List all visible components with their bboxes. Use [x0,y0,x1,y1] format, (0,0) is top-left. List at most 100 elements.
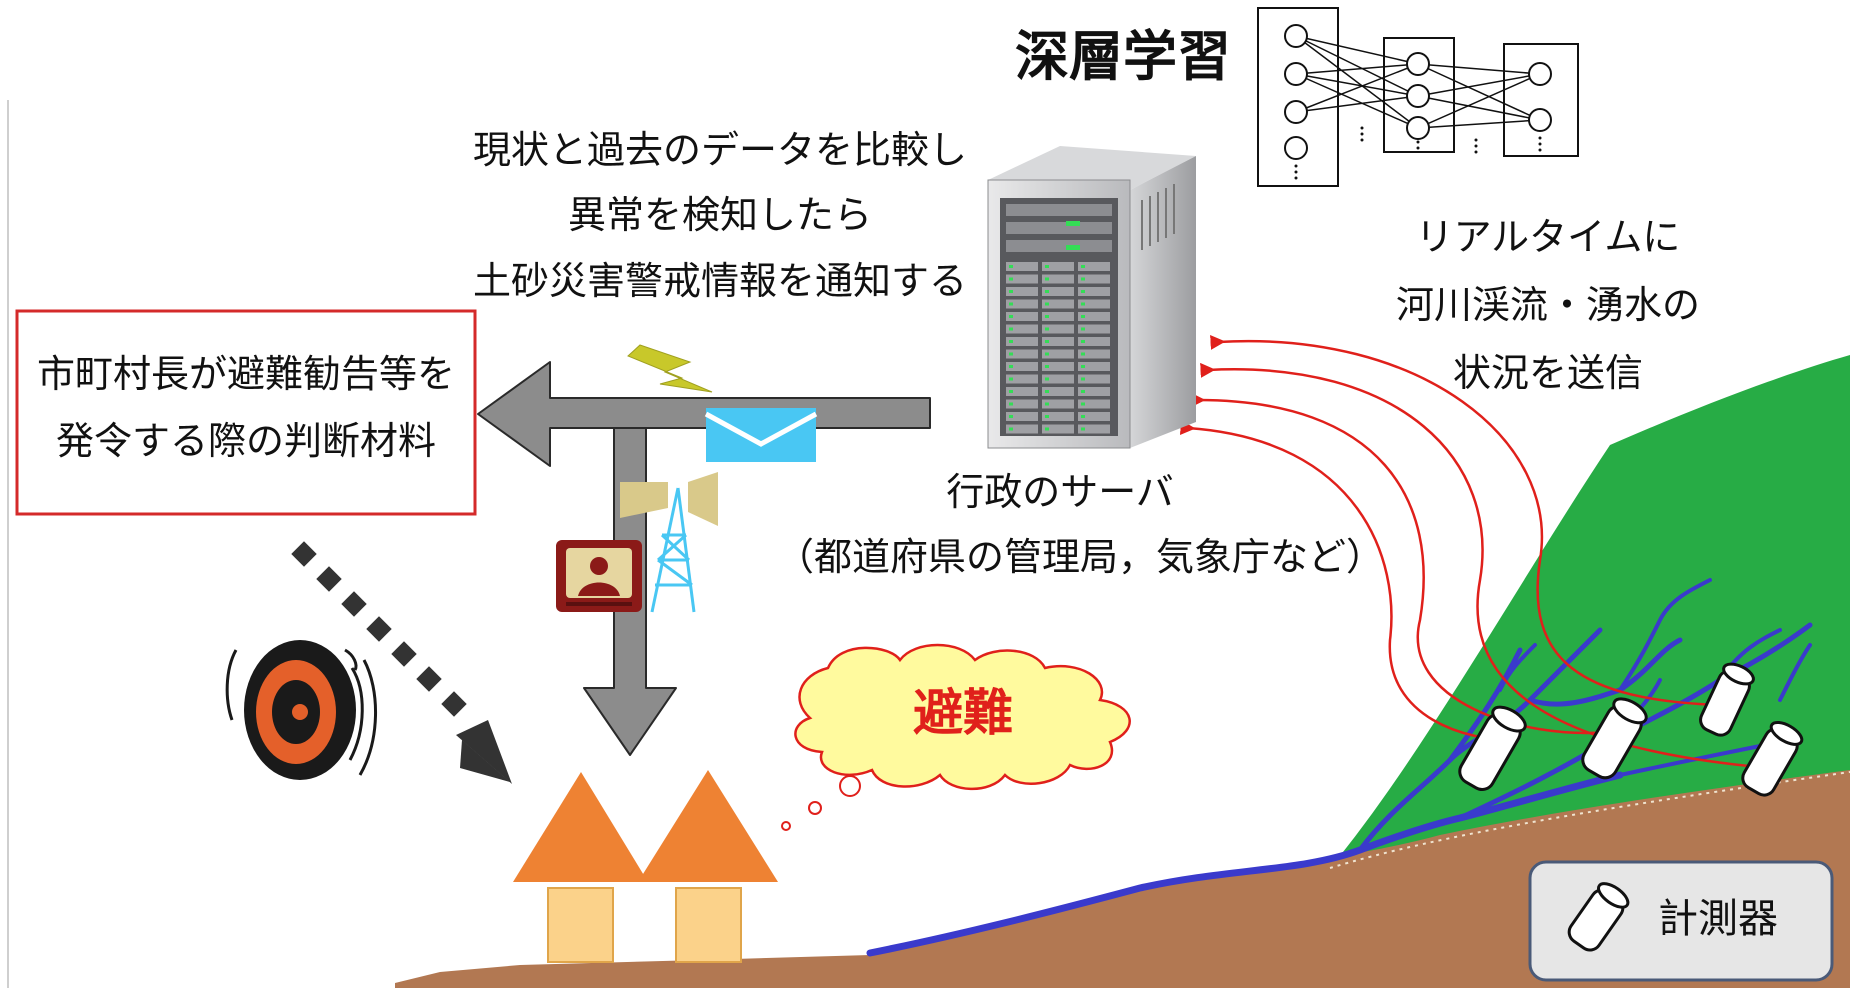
dotted-arrow [291,541,512,784]
drive-led [1081,415,1085,418]
drive-led [1009,415,1013,418]
drive-led [1009,402,1013,406]
drive-bay [1042,274,1074,284]
drive-bay [1078,412,1110,421]
drive-led [1045,340,1049,343]
drive-led [1009,265,1013,268]
drive-bay [1078,262,1110,271]
drive-led [1009,390,1013,393]
drive-bay [1078,324,1110,334]
sensor-icon [1581,697,1648,780]
drive-led [1009,352,1013,356]
sensor-icon [1741,720,1804,797]
drive-bay [1078,362,1110,371]
drive-bay [1078,299,1110,309]
drive-bay [1042,287,1074,296]
drive-led [1045,365,1049,368]
sensors [1458,662,1804,797]
drive-bay [1042,262,1074,271]
sensor-icon [1699,662,1755,737]
drive-led [1009,365,1013,368]
drive-bay [1042,399,1074,409]
drive-bay [1042,324,1074,334]
drive-bay [1078,399,1110,409]
mayor-decision-text: 市町村長が避難勧告等を 発令する際の判断材料 [37,352,455,463]
drive-bay [1006,387,1038,396]
deep-learning-title: 深層学習 [1015,25,1231,88]
drive-bay [1006,412,1038,421]
drive-bay [1078,349,1110,359]
neural-network-icon [1257,7,1579,187]
drive-led [1045,415,1049,418]
drive-led [1045,427,1049,431]
description-line: 土砂災害警戒情報を通知する [473,259,967,303]
drive-bay [1042,312,1074,321]
legend-label: 計測器 [1658,896,1778,942]
drive-led [1081,352,1085,356]
drive-led [1081,365,1085,368]
drive-led [1009,277,1013,281]
drive-led [1009,315,1013,318]
drive-bay [1078,374,1110,384]
drive-led [1081,265,1085,268]
drive-bay [1042,412,1074,421]
drive-bay [1006,349,1038,359]
drive-bay [1078,312,1110,321]
realtime-line: 河川渓流・湧水の [1396,283,1700,327]
house [638,770,778,963]
drive-led [1081,315,1085,318]
drive-led [1045,265,1049,268]
drive-bay [1042,374,1074,384]
drive-bay [1006,399,1038,409]
server-label: 行政のサーバ [946,470,1174,514]
drive-led [1081,277,1085,281]
signal-line-4 [1179,419,1511,742]
broadcast-tower-icon [620,472,718,613]
mayor-line: 市町村長が避難勧告等を [37,352,455,396]
drive-led [1045,315,1049,318]
realtime-line: リアルタイムに [1416,215,1681,259]
email-icon [704,408,818,462]
drive-led [1045,290,1049,293]
drive-bay [1006,262,1038,271]
drive-led [1081,402,1085,406]
realtime-line: 状況を送信 [1453,351,1643,395]
drive-led [1009,327,1013,331]
drive-led [1009,290,1013,293]
drive-bay [1006,312,1038,321]
drive-bay [1078,337,1110,346]
server-sublabel: （都道府県の管理局，気象庁など） [776,535,1384,579]
drive-led [1009,427,1013,431]
drive-bay [1042,299,1074,309]
drive-led [1045,302,1049,306]
description-line: 異常を検知したら [568,193,872,237]
houses [513,770,778,963]
evacuation-label: 避難 [913,683,1013,742]
drive-led [1009,377,1013,381]
drive-bay [1006,362,1038,371]
drive-led [1045,402,1049,406]
tv-icon [556,540,642,612]
sensor-icon [1458,705,1527,792]
drive-led [1045,390,1049,393]
drive-led [1009,340,1013,343]
mountain [1330,355,1850,870]
drive-bay [1006,324,1038,334]
drive-bay [1006,374,1038,384]
drive-bay [1006,287,1038,296]
drive-bay [1042,362,1074,371]
drive-bay [1042,387,1074,396]
drive-led [1045,327,1049,331]
house [513,772,648,963]
drive-led [1045,377,1049,381]
drive-led [1009,302,1013,306]
ground [395,770,1850,988]
drive-bay [1078,387,1110,396]
drive-bay [1006,274,1038,284]
server-description: 現状と過去のデータを比較し 異常を検知したら 土砂災害警戒情報を通知する [473,128,967,303]
server-icon [987,146,1196,449]
drive-led [1081,302,1085,306]
lightning-icon [627,344,713,393]
legend: 計測器 [1528,860,1834,982]
